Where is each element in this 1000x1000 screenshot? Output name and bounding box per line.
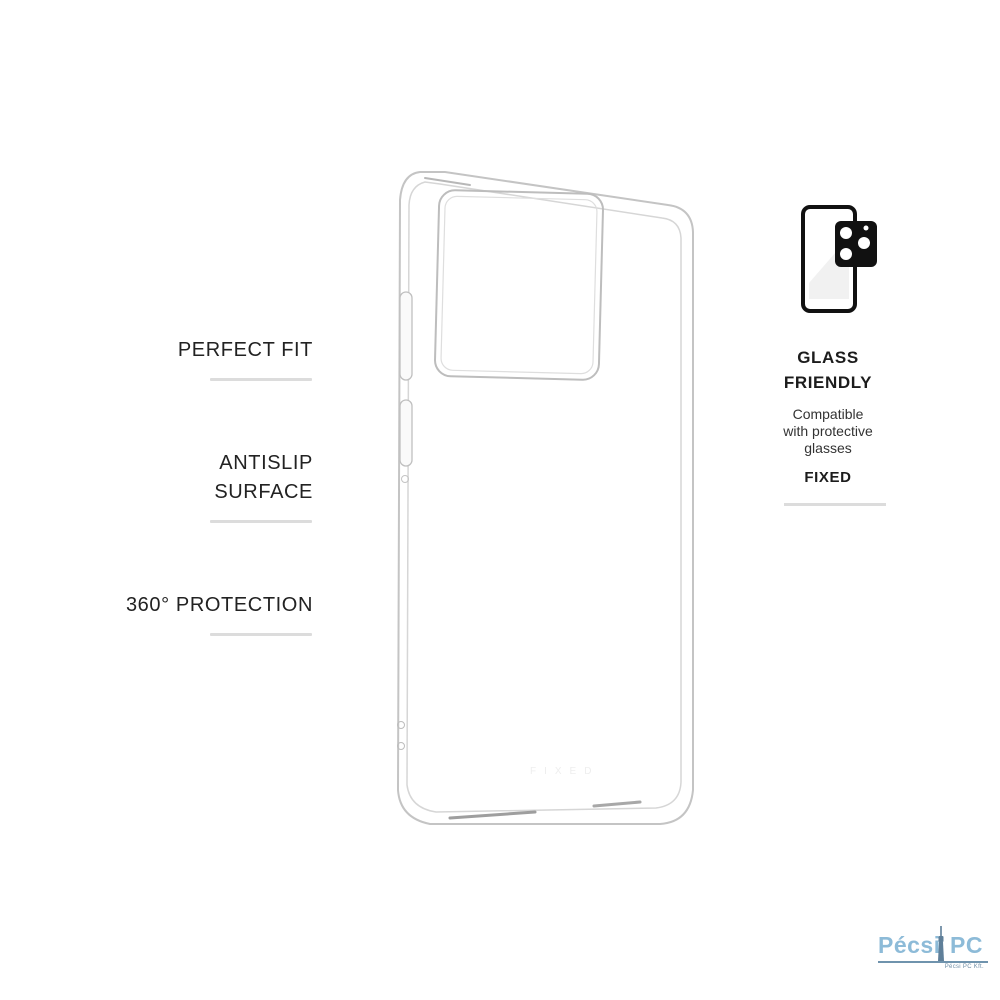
- feature-antislip-surface: ANTISLIP SURFACE: [214, 452, 313, 503]
- feature-perfect-fit: PERFECT FIT: [177, 339, 313, 361]
- feature-divider: [210, 633, 312, 636]
- logo-underline: [878, 961, 988, 963]
- glass-friendly-brand: FIXED: [804, 469, 852, 486]
- case-brand-watermark: FIXED: [530, 766, 600, 777]
- logo-text-left: Pécsi: [878, 932, 941, 958]
- glass-friendly-divider: [784, 503, 886, 506]
- logo-wordmark: Pécsi PC: [878, 932, 982, 958]
- pecsi-pc-logo: Pécsi PC Pécsi PC Kft.: [878, 926, 988, 976]
- glass-friendly-description: Compatible with protective glasses: [783, 406, 873, 456]
- feature-360-protection: 360° PROTECTION: [125, 594, 313, 616]
- glass-friendly-title: GLASS FRIENDLY: [783, 348, 873, 392]
- phone-with-camera-glass-icon: [801, 205, 877, 313]
- logo-text-right: PC: [950, 932, 983, 958]
- feature-divider: [210, 378, 312, 381]
- logo-subtitle: Pécsi PC Kft.: [944, 964, 984, 970]
- tv-tower-icon: [938, 926, 944, 961]
- feature-divider: [210, 520, 312, 523]
